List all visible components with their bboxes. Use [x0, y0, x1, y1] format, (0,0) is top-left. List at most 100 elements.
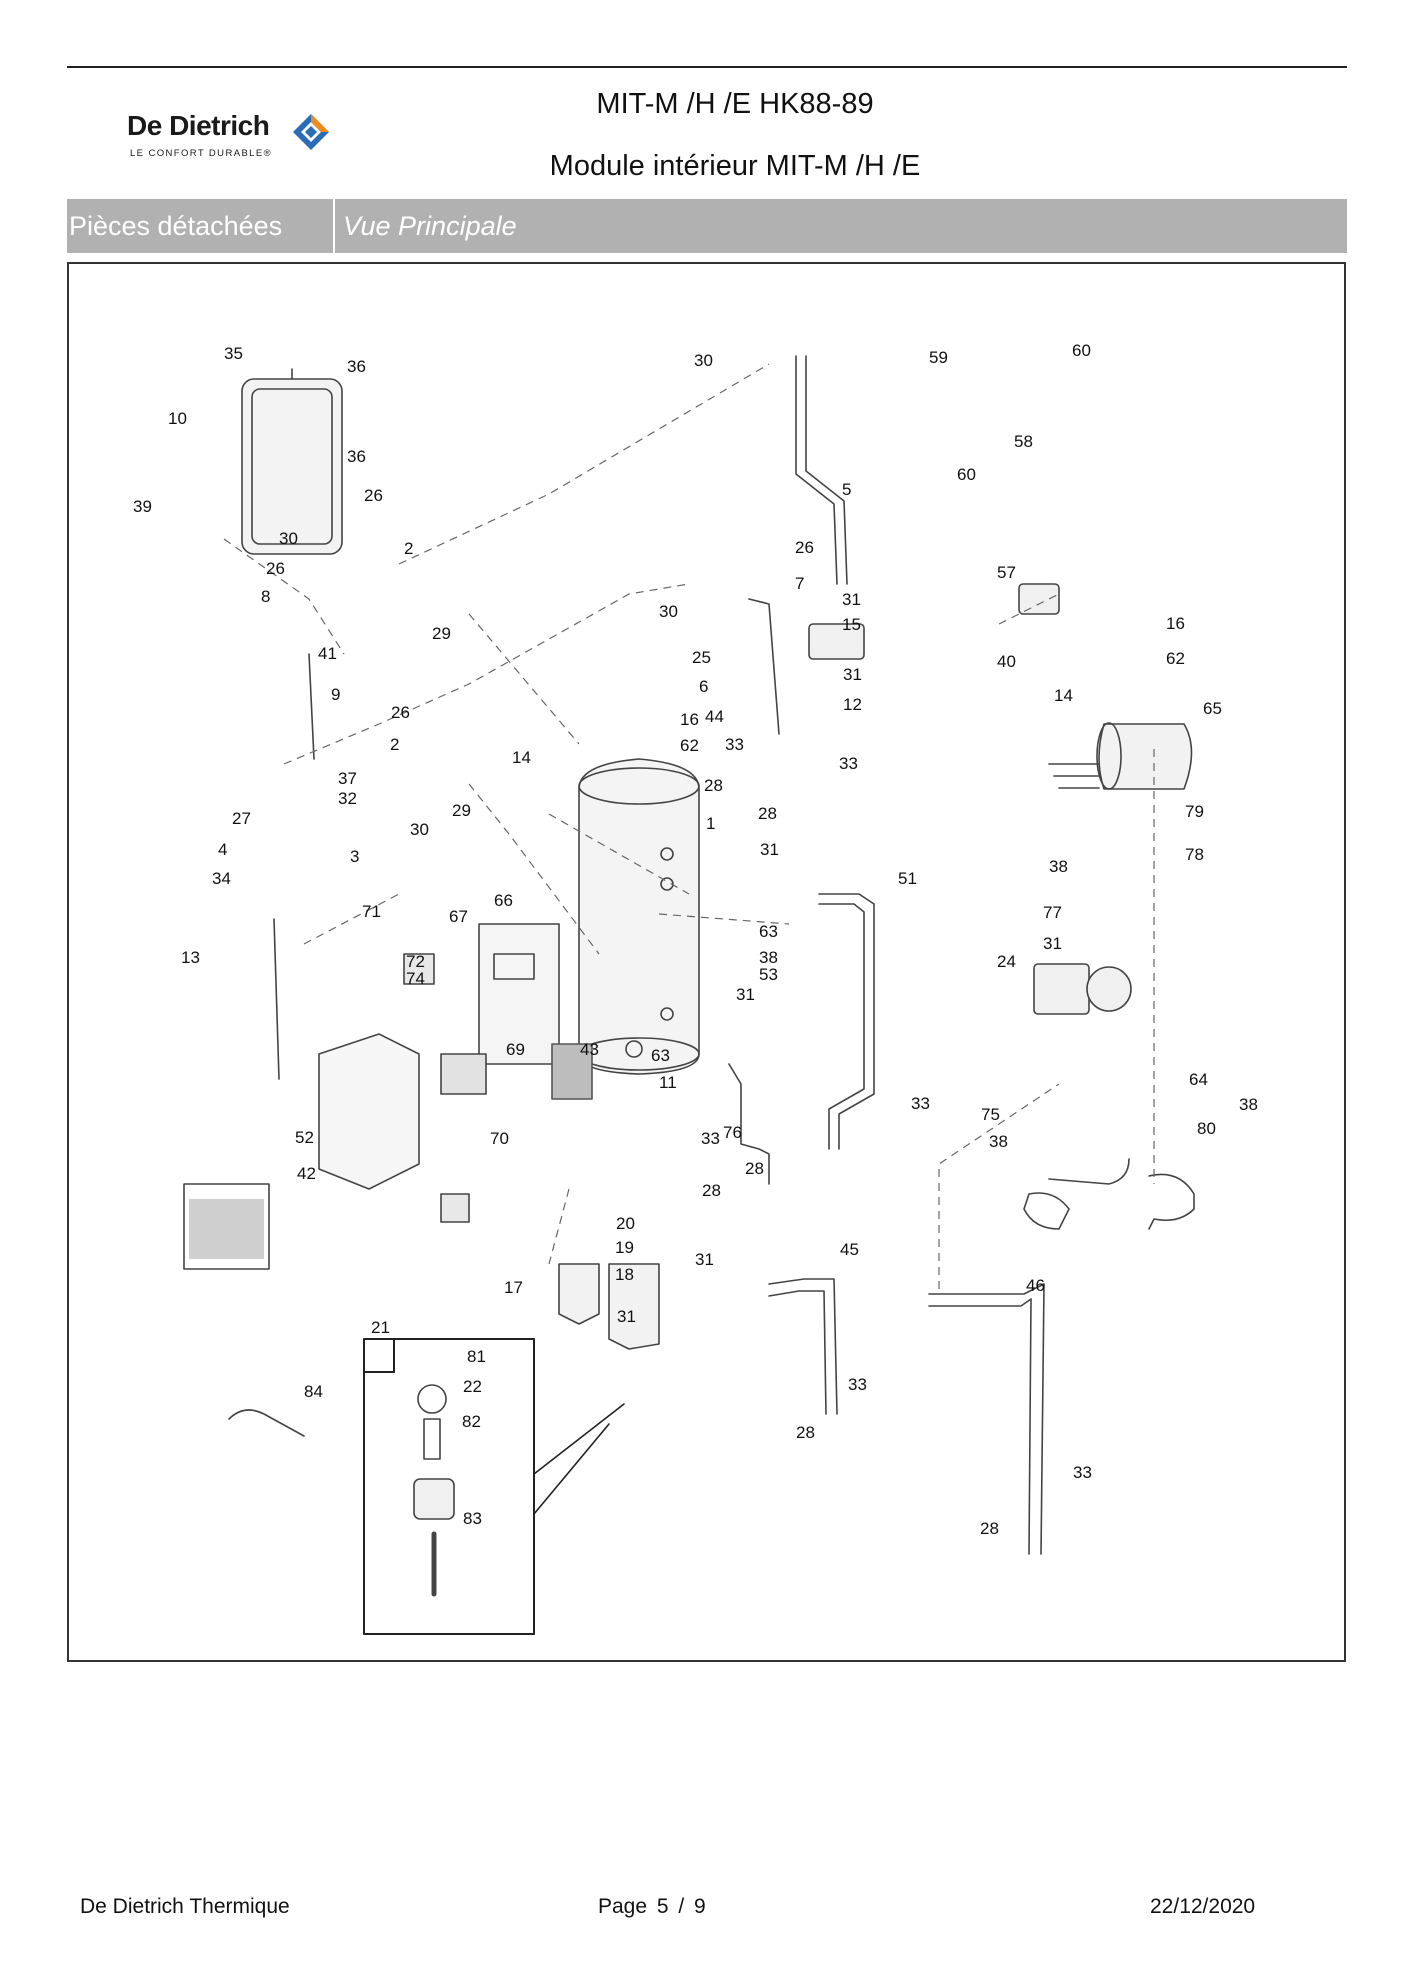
callout-label: 51	[898, 869, 917, 888]
callout-label: 13	[181, 948, 200, 967]
callout-label: 28	[980, 1519, 999, 1538]
callout-label: 76	[723, 1123, 742, 1142]
callout-label: 38	[989, 1132, 1008, 1151]
callout-label: 11	[659, 1073, 677, 1092]
callout-label: 4	[218, 840, 227, 859]
callout-label: 62	[1166, 649, 1185, 668]
callout-label: 19	[615, 1238, 634, 1257]
callout-label: 15	[842, 615, 861, 634]
expansion-vessel-part	[241, 378, 343, 555]
callout-label: 72	[406, 952, 425, 971]
control-panel-part	[478, 923, 560, 1065]
callout-label: 28	[702, 1181, 721, 1200]
footer-company: De Dietrich Thermique	[80, 1895, 290, 1918]
callout-label: 10	[168, 409, 187, 428]
callout-label: 78	[1185, 845, 1204, 864]
callout-label: 34	[212, 869, 231, 888]
pipe-7	[748, 598, 780, 735]
pipe-5	[795, 355, 838, 585]
callout-label: 60	[1072, 341, 1091, 360]
footer-date: 22/12/2020	[1150, 1895, 1256, 1918]
callout-label: 32	[338, 789, 357, 808]
callout-label: 7	[795, 574, 804, 593]
diamond-logo-icon	[293, 114, 329, 150]
callout-label: 58	[1014, 432, 1033, 451]
callout-label: 38	[759, 948, 778, 967]
pipe-52	[728, 1063, 770, 1185]
callout-label: 82	[462, 1412, 481, 1431]
callout-label: 60	[957, 465, 976, 484]
callout-label: 5	[842, 480, 851, 499]
callout-label: 70	[490, 1129, 509, 1148]
callout-label: 84	[304, 1382, 323, 1401]
callout-label: 26	[364, 486, 383, 505]
callout-label: 26	[266, 559, 285, 578]
callout-label: 28	[758, 804, 777, 823]
spanner-part	[228, 1409, 305, 1437]
callout-label: 30	[410, 820, 429, 839]
callout-label: 42	[297, 1164, 316, 1183]
callout-label: 33	[911, 1094, 930, 1113]
callout-label: 33	[848, 1375, 867, 1394]
callout-label: 26	[795, 538, 814, 557]
circulator-pump-part	[1033, 963, 1090, 1015]
callout-label: 28	[745, 1159, 764, 1178]
electric-heater-part	[1098, 723, 1193, 790]
document-title: MIT-M /H /E HK88-89	[596, 88, 874, 120]
callout-label: 20	[616, 1214, 635, 1233]
callout-label: 12	[843, 695, 862, 714]
callout-label: 33	[839, 754, 858, 773]
logo-tagline: LE CONFORT DURABLE®	[130, 148, 272, 159]
callout-label: 29	[432, 624, 451, 643]
callout-label: 28	[796, 1423, 815, 1442]
pipe-51	[818, 893, 875, 1150]
logo-wordmark: De Dietrich	[127, 110, 270, 141]
section-view-name: Vue Principale	[343, 211, 517, 241]
callout-label: 67	[449, 907, 468, 926]
document-subtitle: Module intérieur MIT-M /H /E	[549, 150, 921, 182]
callout-label: 35	[224, 344, 243, 363]
callout-label: 81	[467, 1347, 486, 1366]
callout-label: 31	[736, 985, 755, 1004]
callout-label: 40	[997, 652, 1016, 671]
callout-label: 16	[680, 710, 699, 729]
callout-label: 80	[1197, 1119, 1216, 1138]
callout-label: 31	[1043, 934, 1062, 953]
callout-label: 75	[981, 1105, 1000, 1124]
callout-label: 77	[1043, 903, 1062, 922]
callout-label: 16	[1166, 614, 1185, 633]
callout-label: 9	[331, 685, 340, 704]
callout-label: 41	[318, 644, 337, 663]
brand-logo: De Dietrich LE CONFORT DURABLE®	[127, 110, 347, 165]
callout-label: 33	[725, 735, 744, 754]
callout-label: 31	[843, 665, 862, 684]
callout-label: 1	[706, 814, 715, 833]
callout-label: 14	[512, 748, 531, 767]
callout-label: 30	[279, 529, 298, 548]
callout-label: 33	[1073, 1463, 1092, 1482]
callout-label: 2	[390, 735, 399, 754]
callout-label: 21	[371, 1318, 390, 1337]
pipe-9	[308, 653, 315, 760]
buffer-tank-part	[578, 758, 700, 1075]
pipe-46	[928, 1283, 1045, 1555]
callout-label: 53	[759, 965, 778, 984]
callout-label: 24	[997, 952, 1016, 971]
callout-label: 59	[929, 348, 948, 367]
exploded-parts-diagram: 3536103639263022684129305596058602673115…	[133, 341, 1258, 1635]
callout-label: 57	[997, 563, 1016, 582]
callout-label: 31	[617, 1307, 636, 1326]
callout-label: 31	[695, 1250, 714, 1269]
top-rule	[67, 66, 1347, 68]
callout-label: 38	[1049, 857, 1068, 876]
callout-label: 63	[651, 1046, 670, 1065]
callout-label: 38	[1239, 1095, 1258, 1114]
callout-label: 18	[615, 1265, 634, 1284]
callout-label: 36	[347, 357, 366, 376]
callout-label: 17	[504, 1278, 523, 1297]
callout-label: 30	[659, 602, 678, 621]
section-header-bar: Pièces détachées Vue Principale	[67, 199, 1347, 253]
callout-label: 22	[463, 1377, 482, 1396]
callout-label: 65	[1203, 699, 1222, 718]
